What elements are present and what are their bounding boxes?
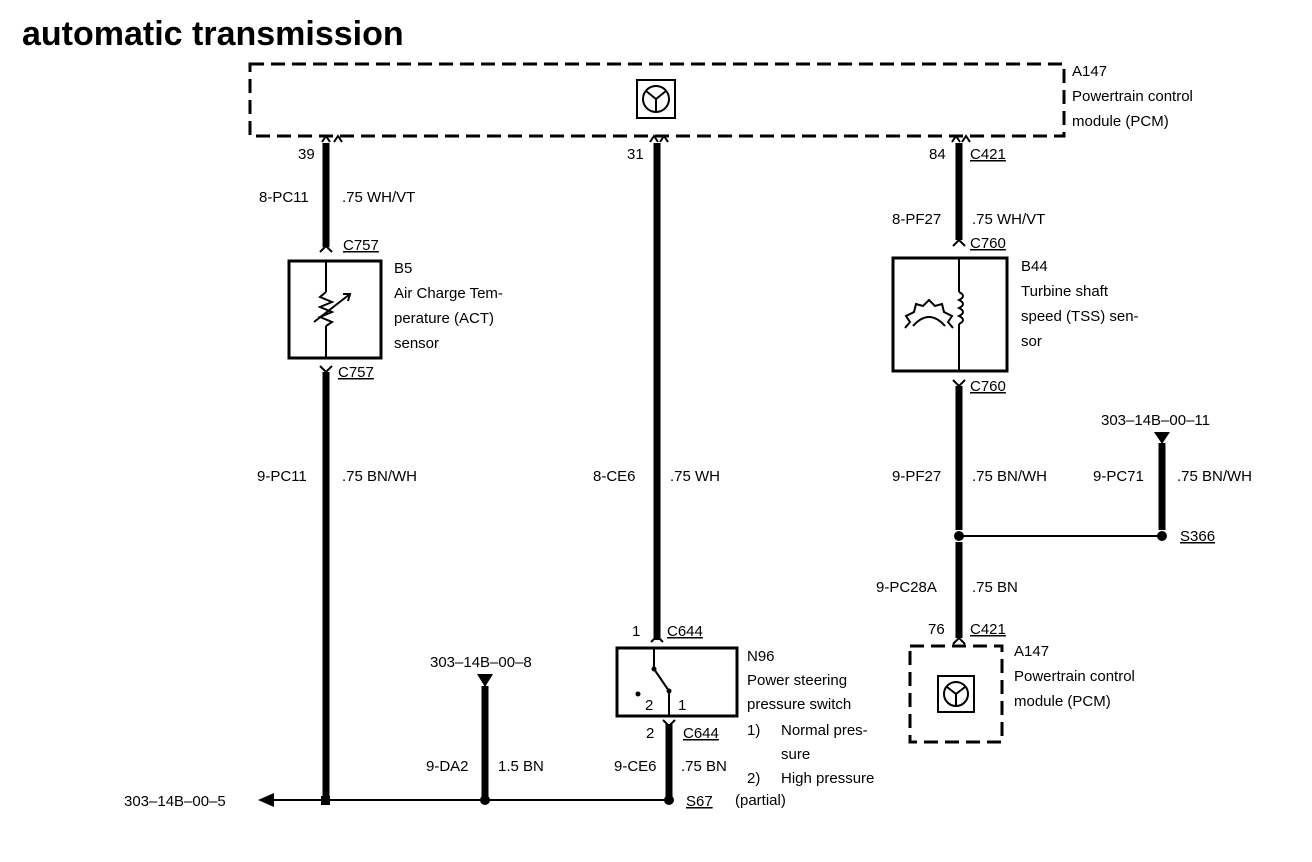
c644-top-mark bbox=[650, 634, 664, 643]
wire-9-DA2-spec: 1.5 BN bbox=[498, 758, 544, 775]
connector-c757-top: C757 bbox=[343, 237, 379, 254]
pcm-bottom-ref: A147 bbox=[1014, 643, 1049, 660]
tss-sensor-line2: speed (TSS) sen- bbox=[1021, 308, 1139, 325]
ref-303-14B-00-8: 303–14B–00–8 bbox=[430, 654, 532, 671]
splice-node bbox=[954, 531, 964, 541]
thermistor-icon bbox=[313, 261, 352, 358]
wire-8-PF27-id: 8-PF27 bbox=[892, 211, 941, 228]
note-2-number: 2) bbox=[747, 770, 760, 787]
pcm-bottom-name-line1: Powertrain control bbox=[1014, 668, 1135, 685]
speed-sensor-icon bbox=[904, 258, 964, 371]
pcm-module-top bbox=[248, 62, 1066, 138]
wire-9-PC71-spec: .75 BN/WH bbox=[1177, 468, 1252, 485]
pin-84: 84 bbox=[929, 146, 946, 163]
ref-303-14B-00-11: 303–14B–00–11 bbox=[1101, 412, 1210, 429]
pcm-top-ref: A147 bbox=[1072, 63, 1107, 80]
note-1-number: 1) bbox=[747, 722, 760, 739]
switch-pin-top: 1 bbox=[632, 623, 640, 640]
pcm-bottom-icon bbox=[937, 675, 975, 713]
wire-8-PC11-spec: .75 WH/VT bbox=[342, 189, 415, 206]
wire-9-CE6-spec: .75 BN bbox=[681, 758, 727, 775]
connector-c644-top: C644 bbox=[667, 623, 703, 640]
splice-node bbox=[480, 795, 490, 805]
wire-9-DA2-id: 9-DA2 bbox=[426, 758, 469, 775]
act-sensor-line3: sensor bbox=[394, 335, 439, 352]
c757-bottom-mark bbox=[319, 365, 333, 374]
splice-s67: S67 bbox=[686, 793, 713, 810]
switch-pin-bottom: 2 bbox=[646, 725, 654, 742]
splice-s366-dot bbox=[1157, 531, 1167, 541]
switch-position-1: 1 bbox=[678, 697, 686, 714]
switch-position-2: 2 bbox=[645, 697, 653, 714]
splice-s366: S366 bbox=[1180, 528, 1215, 545]
wire-9-PC28A-id: 9-PC28A bbox=[876, 579, 937, 596]
wire-9-PC71-id: 9-PC71 bbox=[1093, 468, 1144, 485]
tss-sensor-line1: Turbine shaft bbox=[1021, 283, 1109, 300]
connector-c760-top: C760 bbox=[970, 235, 1006, 252]
c757-top-mark bbox=[319, 244, 333, 253]
connector-c421-bottom: C421 bbox=[970, 621, 1006, 638]
c760-bottom-mark bbox=[952, 379, 966, 388]
pressure-switch-icon bbox=[635, 648, 672, 716]
psp-switch-ref: N96 bbox=[747, 648, 775, 665]
splice-s67-dot bbox=[664, 795, 674, 805]
splice-node bbox=[321, 796, 330, 805]
wire-8-CE6-id: 8-CE6 bbox=[593, 468, 636, 485]
psp-switch-box bbox=[615, 646, 739, 718]
note-1-line1: Normal pres- bbox=[781, 722, 868, 739]
c760-top-mark bbox=[952, 238, 966, 247]
act-sensor-line2: perature (ACT) bbox=[394, 310, 494, 327]
pcm-bottom-name-line2: module (PCM) bbox=[1014, 693, 1111, 710]
wire-9-PC28A-spec: .75 BN bbox=[972, 579, 1018, 596]
wire-9-PC11-spec: .75 BN/WH bbox=[342, 468, 417, 485]
pcm-connector-84-mark bbox=[951, 134, 971, 143]
note-1-line2: sure bbox=[781, 746, 810, 763]
pcm-top-icon bbox=[636, 79, 676, 119]
psp-switch-line2: pressure switch bbox=[747, 696, 851, 713]
c421-bottom-mark bbox=[952, 636, 966, 645]
pcm-top-name-line1: Powertrain control bbox=[1072, 88, 1193, 105]
connector-c757-bottom: C757 bbox=[338, 364, 374, 381]
wire-9-CE6-id: 9-CE6 bbox=[614, 758, 657, 775]
act-sensor-ref: B5 bbox=[394, 260, 412, 277]
wire-8-PC11-id: 8-PC11 bbox=[259, 189, 309, 206]
act-sensor-line1: Air Charge Tem- bbox=[394, 285, 503, 302]
wire-8-CE6-spec: .75 WH bbox=[670, 468, 720, 485]
reference-arrow-icon bbox=[1154, 432, 1170, 444]
diagram-title: automatic transmission bbox=[22, 15, 404, 53]
connector-c760-bottom: C760 bbox=[970, 378, 1006, 395]
wire-9-PF27-spec: .75 BN/WH bbox=[972, 468, 1047, 485]
connector-c421-top: C421 bbox=[970, 146, 1006, 163]
ref-303-14B-00-5: 303–14B–00–5 bbox=[124, 793, 226, 810]
pcm-top-name-line2: module (PCM) bbox=[1072, 113, 1169, 130]
wire-9-PF27-id: 9-PF27 bbox=[892, 468, 941, 485]
pin-39: 39 bbox=[298, 146, 315, 163]
wire-8-PF27-spec: .75 WH/VT bbox=[972, 211, 1045, 228]
partial-note: (partial) bbox=[735, 792, 786, 809]
note-2-text: High pressure bbox=[781, 770, 874, 787]
wire-9-PC11-id: 9-PC11 bbox=[257, 468, 307, 485]
reference-arrow-icon bbox=[477, 674, 493, 687]
pin-31: 31 bbox=[627, 146, 644, 163]
pcm-module-bottom bbox=[908, 644, 1004, 744]
psp-switch-line1: Power steering bbox=[747, 672, 847, 689]
arrow-left-icon bbox=[258, 793, 274, 807]
pcm-connector-31-mark bbox=[649, 134, 669, 143]
connector-c644-bottom: C644 bbox=[683, 725, 719, 742]
pin-76: 76 bbox=[928, 621, 945, 638]
pcm-connector-39-mark bbox=[321, 134, 343, 143]
tss-sensor-line3: sor bbox=[1021, 333, 1042, 350]
act-sensor-box bbox=[287, 259, 383, 360]
tss-sensor-ref: B44 bbox=[1021, 258, 1048, 275]
